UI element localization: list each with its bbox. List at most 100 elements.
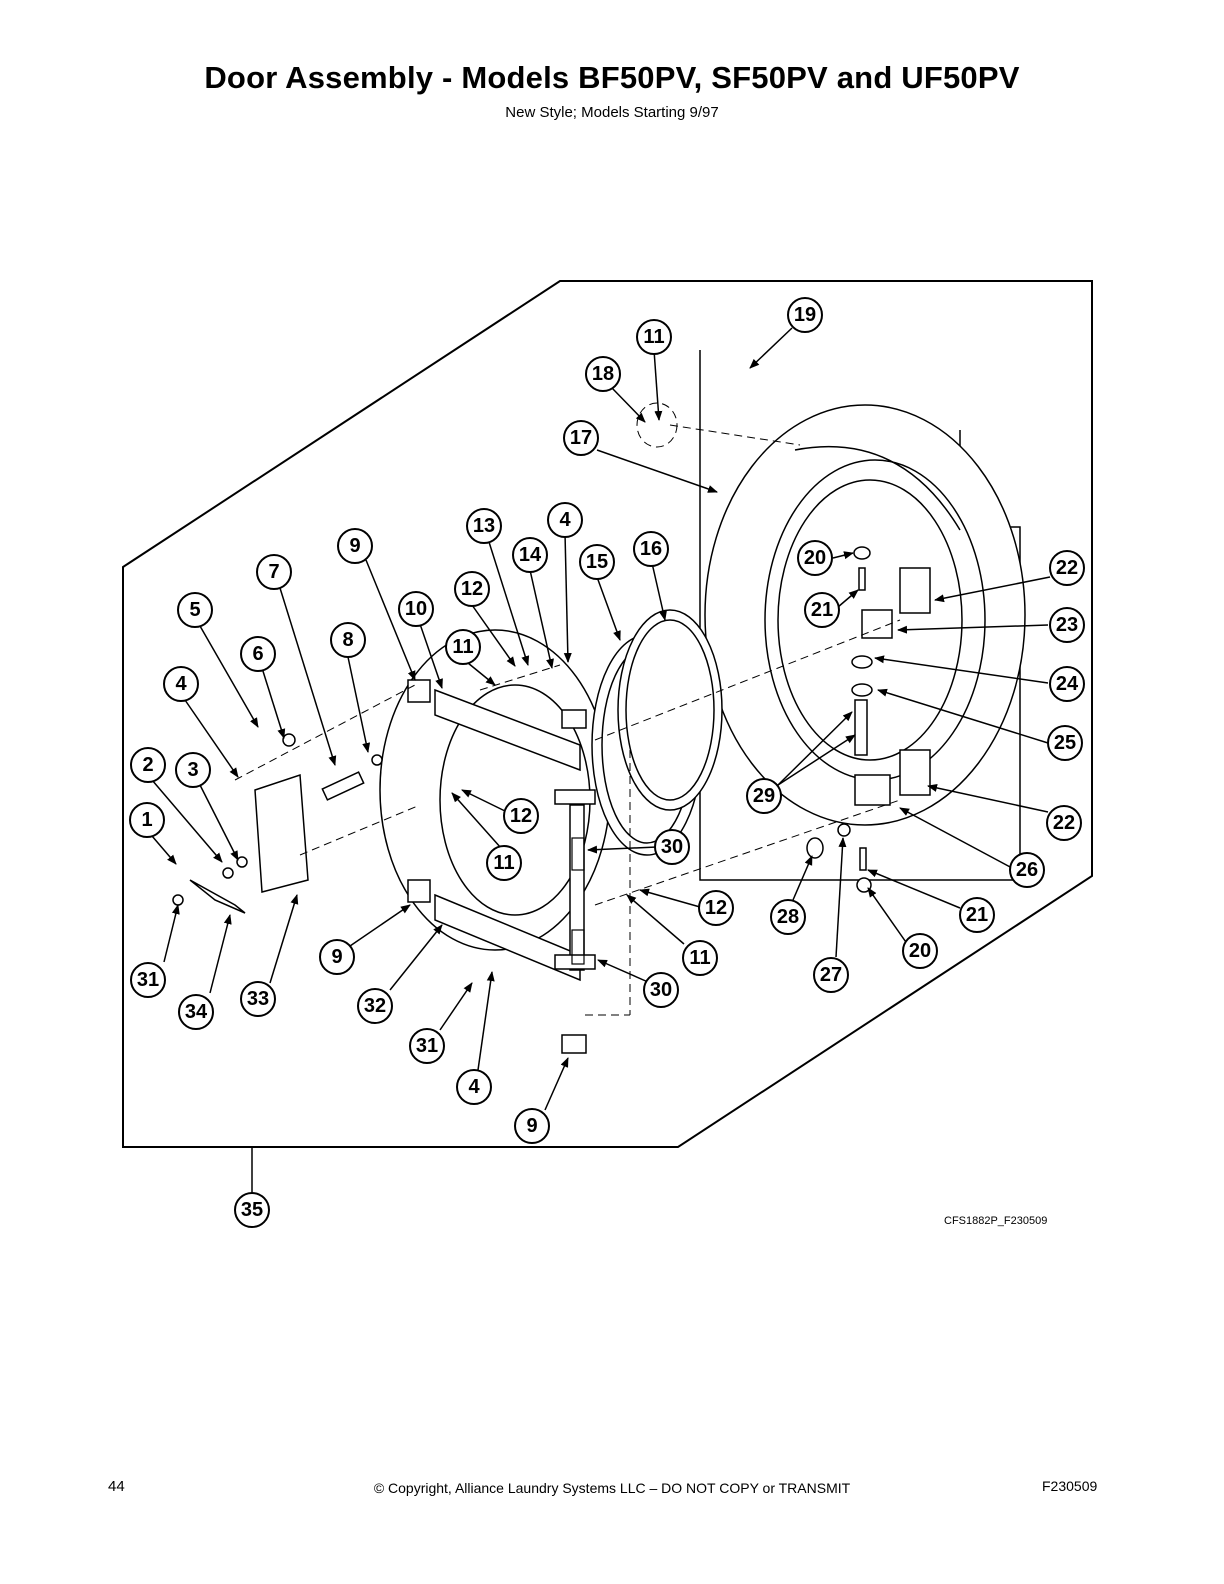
callout-11: 11 bbox=[682, 940, 718, 976]
callout-35: 35 bbox=[234, 1192, 270, 1228]
callout-label: 32 bbox=[364, 995, 386, 1017]
callout-label: 25 bbox=[1054, 732, 1076, 754]
callout-label: 11 bbox=[643, 326, 664, 348]
callout-label: 5 bbox=[189, 599, 200, 621]
callout-31: 31 bbox=[130, 962, 166, 998]
callout-label: 22 bbox=[1056, 557, 1078, 579]
callout-22: 22 bbox=[1046, 805, 1082, 841]
callout-label: 9 bbox=[526, 1115, 537, 1137]
callout-label: 21 bbox=[966, 904, 988, 926]
callout-label: 19 bbox=[794, 304, 816, 326]
callout-11: 11 bbox=[445, 629, 481, 665]
callout-14: 14 bbox=[512, 537, 548, 573]
callout-label: 4 bbox=[468, 1076, 480, 1098]
callout-24: 24 bbox=[1049, 666, 1085, 702]
callout-label: 20 bbox=[909, 940, 931, 962]
callout-25: 25 bbox=[1047, 725, 1083, 761]
callout-13: 13 bbox=[466, 508, 502, 544]
callout-label: 2 bbox=[142, 754, 153, 776]
glass-and-gasket bbox=[591, 609, 723, 856]
callout-label: 1 bbox=[141, 809, 152, 831]
callout-34: 34 bbox=[178, 994, 214, 1030]
callout-label: 20 bbox=[804, 547, 826, 569]
callout-18: 18 bbox=[585, 356, 621, 392]
callout-label: 26 bbox=[1016, 859, 1038, 881]
callout-21: 21 bbox=[959, 897, 995, 933]
callout-7: 7 bbox=[256, 554, 292, 590]
callout-label: 31 bbox=[416, 1035, 438, 1057]
callout-11: 11 bbox=[636, 319, 672, 355]
callout-16: 16 bbox=[633, 531, 669, 567]
callout-19: 19 bbox=[787, 297, 823, 333]
callout-30: 30 bbox=[654, 829, 690, 865]
callout-label: 16 bbox=[640, 538, 662, 560]
callout-4: 4 bbox=[456, 1069, 492, 1105]
callout-label: 33 bbox=[247, 988, 269, 1010]
callout-label: 23 bbox=[1056, 614, 1078, 636]
callout-10: 10 bbox=[398, 591, 434, 627]
callout-12: 12 bbox=[454, 571, 490, 607]
hinge-frame bbox=[407, 679, 596, 1054]
callout-label: 34 bbox=[185, 1001, 208, 1023]
springs bbox=[571, 837, 585, 965]
callout-label: 3 bbox=[187, 759, 198, 781]
callout-31: 31 bbox=[409, 1028, 445, 1064]
callout-20: 20 bbox=[797, 540, 833, 576]
callout-label: 27 bbox=[820, 964, 842, 986]
copyright-notice: © Copyright, Alliance Laundry Systems LL… bbox=[373, 1480, 851, 1496]
callout-8: 8 bbox=[330, 622, 366, 658]
callout-label: 28 bbox=[777, 906, 799, 928]
callout-20: 20 bbox=[902, 933, 938, 969]
leader-lines bbox=[151, 327, 1051, 1111]
callout-label: 22 bbox=[1053, 812, 1075, 834]
callout-3: 3 bbox=[175, 752, 211, 788]
callout-29: 29 bbox=[746, 778, 782, 814]
page-subtitle: New Style; Models Starting 9/97 bbox=[505, 104, 719, 121]
callout-label: 9 bbox=[331, 946, 342, 968]
callout-balloons: 19 11 18 17 13 4 9 14 16 15 20 22 7 12 5… bbox=[129, 297, 1085, 1228]
callout-1: 1 bbox=[129, 802, 165, 838]
callout-5: 5 bbox=[177, 592, 213, 628]
page-title: Door Assembly - Models BF50PV, SF50PV an… bbox=[204, 60, 1020, 95]
callout-4: 4 bbox=[547, 502, 583, 538]
callout-label: 24 bbox=[1056, 673, 1079, 695]
callout-12: 12 bbox=[698, 890, 734, 926]
callout-label: 11 bbox=[493, 852, 514, 874]
callout-15: 15 bbox=[579, 544, 615, 580]
assembly-lines bbox=[234, 402, 901, 1016]
callout-label: 12 bbox=[461, 578, 483, 600]
callout-label: 4 bbox=[175, 673, 187, 695]
callout-label: 7 bbox=[268, 561, 279, 583]
callout-label: 29 bbox=[753, 785, 775, 807]
callout-26: 26 bbox=[1009, 852, 1045, 888]
callout-label: 10 bbox=[405, 598, 427, 620]
callout-label: 21 bbox=[811, 599, 833, 621]
callout-4: 4 bbox=[163, 666, 199, 702]
page-number: 44 bbox=[108, 1478, 125, 1495]
callout-9: 9 bbox=[514, 1108, 550, 1144]
callout-label: 8 bbox=[342, 629, 353, 651]
callout-label: 13 bbox=[473, 515, 495, 537]
callout-22: 22 bbox=[1049, 550, 1085, 586]
callout-label: 31 bbox=[137, 969, 159, 991]
callout-label: 30 bbox=[650, 979, 672, 1001]
callout-label: 18 bbox=[592, 363, 614, 385]
callout-2: 2 bbox=[130, 747, 166, 783]
callout-label: 4 bbox=[559, 509, 571, 531]
callout-21: 21 bbox=[804, 592, 840, 628]
callout-12: 12 bbox=[503, 798, 539, 834]
callout-32: 32 bbox=[357, 988, 393, 1024]
callout-label: 11 bbox=[452, 636, 473, 658]
callout-label: 6 bbox=[252, 643, 263, 665]
callout-33: 33 bbox=[240, 981, 276, 1017]
callout-9: 9 bbox=[337, 528, 373, 564]
callout-27: 27 bbox=[813, 957, 849, 993]
callout-label: 30 bbox=[661, 836, 683, 858]
callout-28: 28 bbox=[770, 899, 806, 935]
callout-6: 6 bbox=[240, 636, 276, 672]
callout-11: 11 bbox=[486, 845, 522, 881]
drawing-id: CFS1882P_F230509 bbox=[944, 1215, 1048, 1227]
callout-17: 17 bbox=[563, 420, 599, 456]
callout-label: 17 bbox=[570, 427, 592, 449]
